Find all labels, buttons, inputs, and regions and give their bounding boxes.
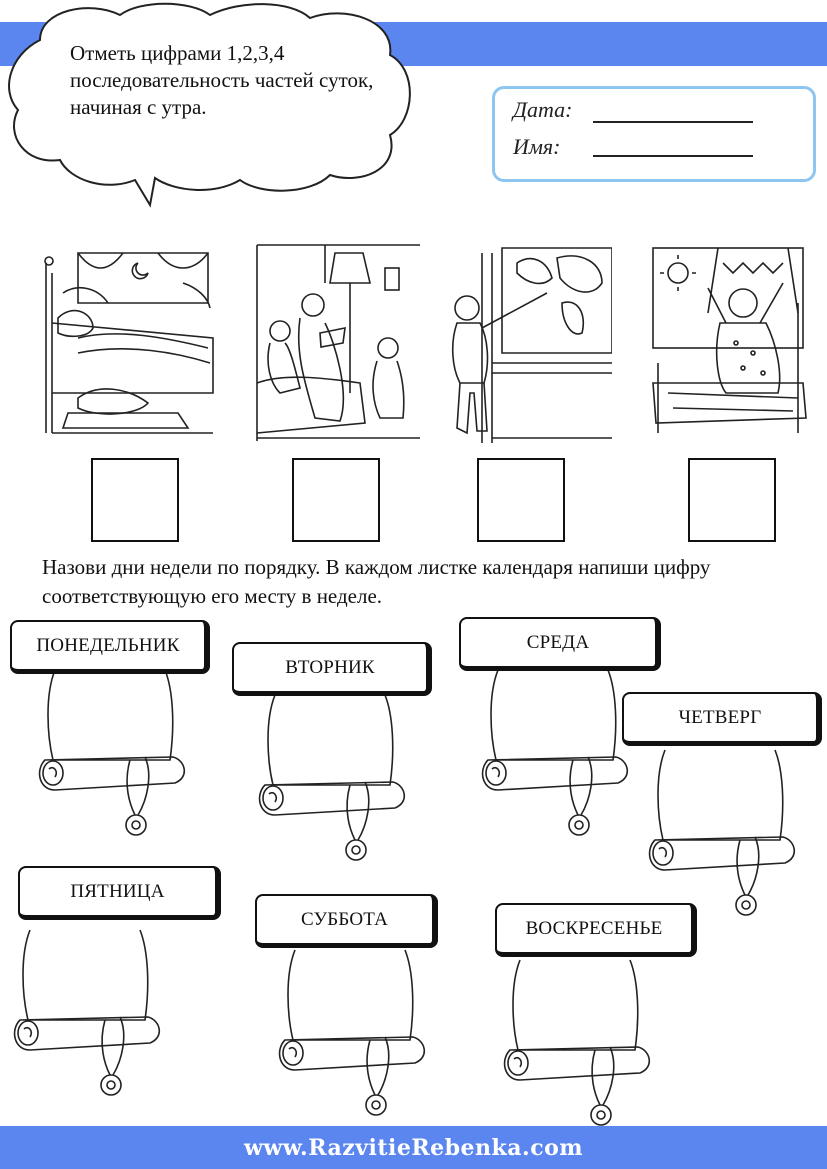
day-label-friday: ПЯТНИЦА bbox=[18, 866, 221, 920]
calendar-sheet-saturday[interactable] bbox=[275, 945, 435, 1145]
task1-instruction: Отметь цифрами 1,2,3,4 последовательност… bbox=[70, 41, 374, 119]
calendar-sheet-sunday[interactable] bbox=[500, 955, 660, 1155]
name-label: Имя: bbox=[513, 134, 561, 159]
night-sleep-picture bbox=[44, 252, 214, 434]
footer-url[interactable]: www.RazvitieRebenka.com bbox=[243, 1134, 584, 1161]
answer-box-2[interactable] bbox=[292, 458, 380, 542]
calendar-sheet-tuesday[interactable] bbox=[255, 690, 415, 890]
answer-box-4[interactable] bbox=[688, 458, 776, 542]
date-field[interactable] bbox=[593, 121, 753, 123]
evening-family-picture bbox=[256, 244, 420, 441]
day-label-thursday: ЧЕТВЕРГ bbox=[622, 692, 822, 746]
day-label-sunday: ВОСКРЕСЕНЬЕ bbox=[495, 903, 697, 957]
morning-waking-picture bbox=[652, 247, 807, 433]
date-label: Дата: bbox=[513, 97, 573, 122]
day-map-picture bbox=[451, 247, 612, 443]
day-label-tuesday: ВТОРНИК bbox=[232, 642, 432, 696]
date-name-box: Дата: Имя: bbox=[492, 86, 816, 182]
calendar-sheet-friday[interactable] bbox=[10, 925, 170, 1125]
speech-cloud bbox=[8, 2, 411, 208]
answer-box-1[interactable] bbox=[91, 458, 179, 542]
day-label-wednesday: СРЕДА bbox=[459, 617, 661, 671]
name-field[interactable] bbox=[593, 155, 753, 157]
calendar-sheet-monday[interactable] bbox=[35, 665, 195, 865]
answer-box-3[interactable] bbox=[477, 458, 565, 542]
footer-band: www.RazvitieRebenka.com bbox=[0, 1126, 827, 1169]
task2-instruction: Назови дни недели по порядку. В каждом л… bbox=[42, 555, 711, 608]
day-label-saturday: СУББОТА bbox=[255, 894, 438, 948]
calendar-sheet-wednesday[interactable] bbox=[478, 665, 638, 865]
day-label-monday: ПОНЕДЕЛЬНИК bbox=[10, 620, 210, 674]
